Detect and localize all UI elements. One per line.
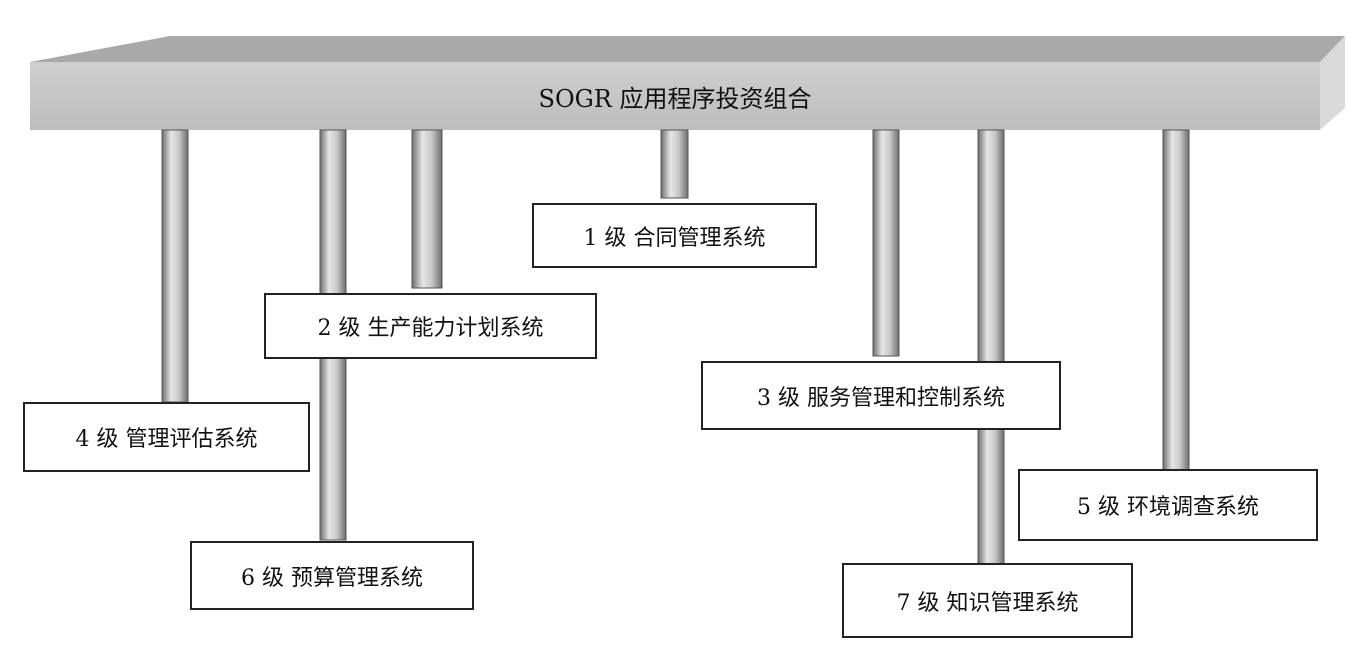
system-box-7: 7 级 知识管理系统: [842, 563, 1133, 638]
system-box-2: 2 级 生产能力计划系统: [264, 293, 597, 359]
portfolio-title: SOGR 应用程序投资组合: [538, 84, 812, 113]
system-box-6: 6 级 预算管理系统: [190, 541, 474, 610]
system-box-1: 1 级 合同管理系统: [532, 203, 817, 268]
beam-front-face: [30, 62, 1320, 130]
beam-top-face: [30, 36, 1345, 62]
pillar-7: [977, 129, 1005, 565]
pillar-4: [161, 129, 189, 403]
pillar-5: [1162, 129, 1190, 471]
pillar-1: [660, 129, 689, 199]
beam-side-face: [1320, 36, 1345, 130]
pillar-3: [872, 129, 900, 357]
system-box-3: 3 级 服务管理和控制系统: [701, 361, 1061, 430]
pillar-2: [411, 129, 443, 289]
system-box-5: 5 级 环境调查系统: [1018, 469, 1318, 541]
system-box-4: 4 级 管理评估系统: [23, 402, 310, 472]
